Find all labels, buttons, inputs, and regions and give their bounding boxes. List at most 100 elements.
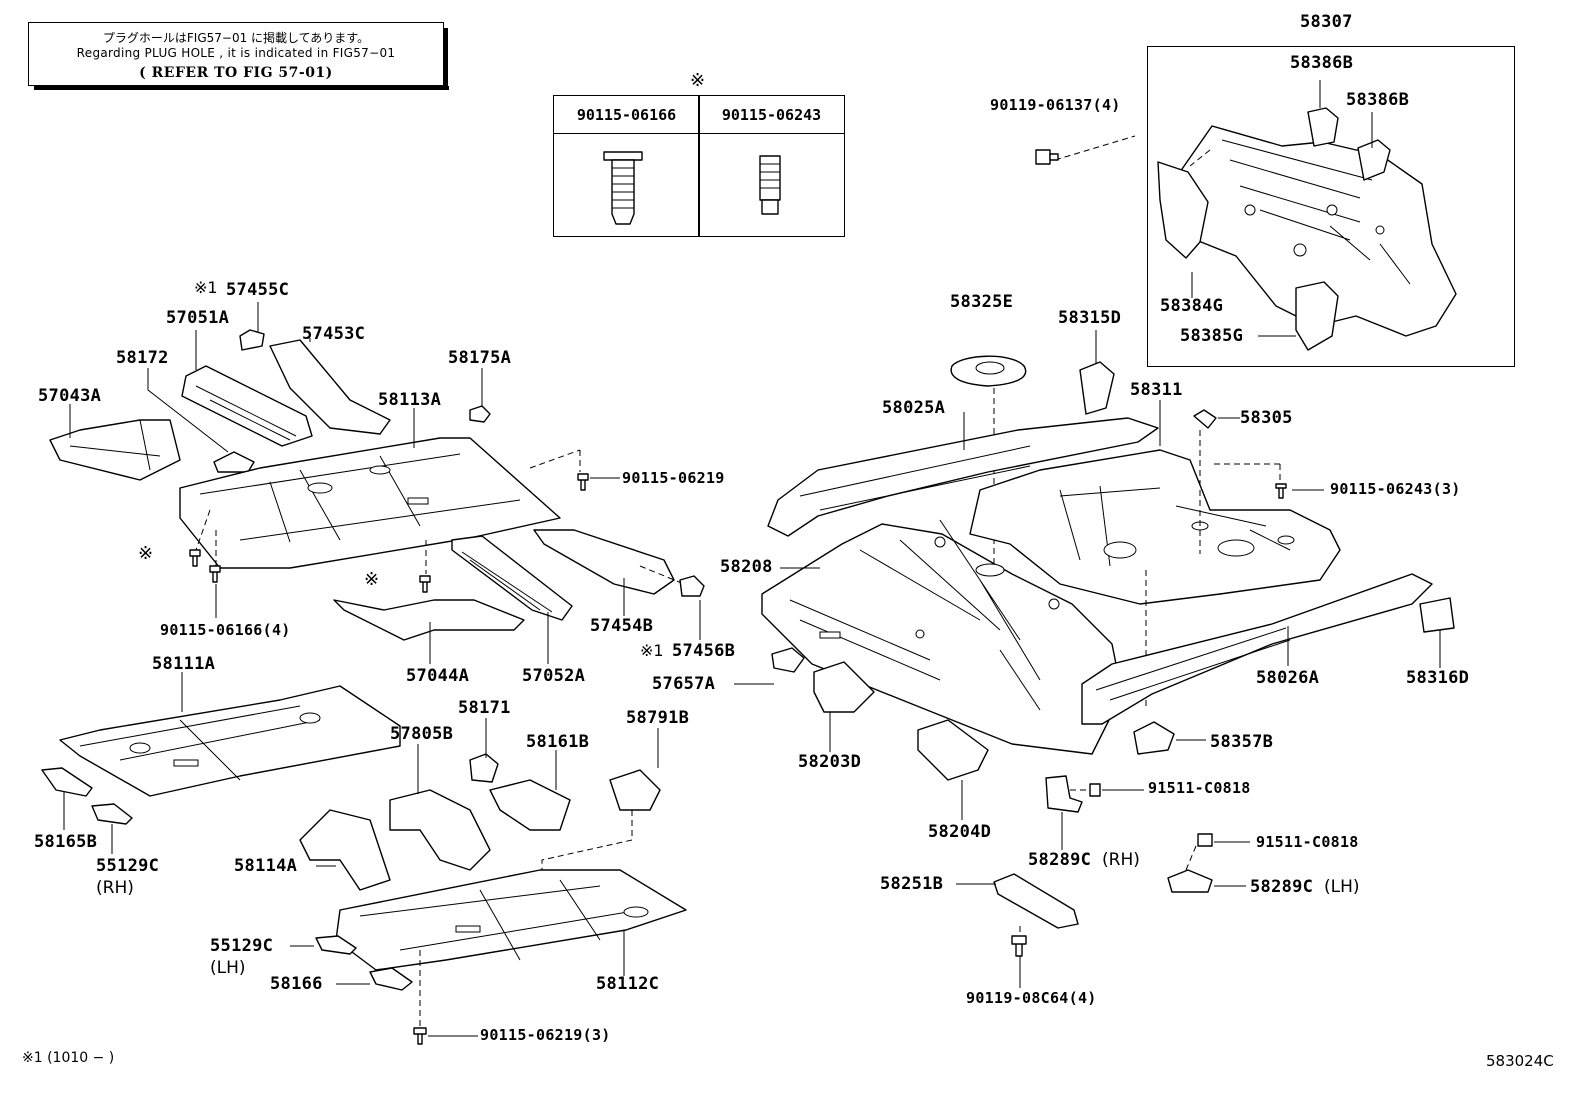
bolt-90115-06166 — [209, 565, 221, 583]
label-58113A[interactable]: 58113A — [378, 390, 442, 410]
bolt-91511-C0818-2 — [1197, 833, 1213, 847]
label-58384G[interactable]: 58384G — [1160, 296, 1224, 316]
table-header-col1: 90115-06166 — [554, 96, 699, 134]
part-58311-rear-floor — [969, 449, 1341, 605]
bolt-90119-06137 — [1035, 149, 1059, 165]
label-57805B[interactable]: 57805B — [390, 724, 454, 744]
part-57044A — [333, 599, 525, 641]
label-58386B-1[interactable]: 58386B — [1290, 53, 1354, 73]
label-57657A[interactable]: 57657A — [652, 674, 716, 694]
part-57043A — [49, 419, 181, 481]
label-55129C-lh-side: (LH) — [210, 958, 246, 978]
part-57657A — [771, 647, 805, 673]
label-57052A[interactable]: 57052A — [522, 666, 586, 686]
label-91511-C0818-2[interactable]: 91511-C0818 — [1256, 833, 1359, 851]
bolt-90115-06219 — [577, 473, 589, 491]
label-57044A[interactable]: 57044A — [406, 666, 470, 686]
part-57805B — [389, 789, 491, 871]
label-58114A[interactable]: 58114A — [234, 856, 298, 876]
part-58307-dash-panel — [1157, 107, 1457, 351]
label-58307[interactable]: 58307 — [1300, 12, 1353, 32]
part-57455C — [239, 329, 265, 351]
label-58026A[interactable]: 58026A — [1256, 668, 1320, 688]
label-58386B-2[interactable]: 58386B — [1346, 90, 1410, 110]
label-90119-06137[interactable]: 90119-06137(4) — [990, 96, 1121, 114]
part-58161B — [489, 779, 571, 831]
label-58357B[interactable]: 58357B — [1210, 732, 1274, 752]
label-58161B[interactable]: 58161B — [526, 732, 590, 752]
label-58305[interactable]: 58305 — [1240, 408, 1293, 428]
label-58172[interactable]: 58172 — [116, 348, 169, 368]
footer-code: 583024C — [1486, 1052, 1554, 1070]
part-57454B — [533, 529, 675, 595]
bolt-90115-06219-bottom — [413, 1027, 427, 1045]
label-58204D[interactable]: 58204D — [928, 822, 992, 842]
part-58357B — [1133, 721, 1175, 755]
label-55129C-lh[interactable]: 55129C — [210, 936, 274, 956]
label-55129C-rh[interactable]: 55129C — [96, 856, 160, 876]
label-57455C[interactable]: 57455C — [226, 280, 290, 300]
label-58203D[interactable]: 58203D — [798, 752, 862, 772]
label-57043A[interactable]: 57043A — [38, 386, 102, 406]
label-58289C-lh-side: (LH) — [1324, 877, 1360, 897]
part-58289C-lh — [1167, 869, 1213, 893]
label-58165B[interactable]: 58165B — [34, 832, 98, 852]
label-58251B[interactable]: 58251B — [880, 874, 944, 894]
label-58385G[interactable]: 58385G — [1180, 326, 1244, 346]
label-58166[interactable]: 58166 — [270, 974, 323, 994]
part-58289C-rh — [1045, 775, 1083, 813]
part-58305 — [1193, 409, 1217, 429]
bolt-90115-06243 — [1275, 483, 1287, 499]
part-58025A-side-member — [767, 417, 1159, 537]
label-90115-06166-4[interactable]: 90115-06166(4) — [160, 621, 291, 639]
part-57453C — [269, 339, 391, 435]
label-58791B[interactable]: 58791B — [626, 708, 690, 728]
label-58208[interactable]: 58208 — [720, 557, 773, 577]
label-58289C-rh[interactable]: 58289C — [1028, 850, 1092, 870]
table-header-col2: 90115-06243 — [699, 96, 844, 134]
part-58171 — [469, 753, 499, 783]
label-57454B[interactable]: 57454B — [590, 616, 654, 636]
part-57456B — [679, 575, 705, 597]
label-58175A[interactable]: 58175A — [448, 348, 512, 368]
part-58316D — [1419, 597, 1455, 633]
part-58172 — [213, 451, 255, 473]
part-58175A — [469, 405, 491, 423]
label-58289C-lh[interactable]: 58289C — [1250, 877, 1314, 897]
label-57051A[interactable]: 57051A — [166, 308, 230, 328]
label-mark-mid: ※ — [364, 569, 380, 590]
label-58325E[interactable]: 58325E — [950, 292, 1014, 312]
notice-line-refer: ( REFER TO FIG 57-01) — [139, 65, 333, 81]
label-58025A[interactable]: 58025A — [882, 398, 946, 418]
part-58325E — [950, 355, 1027, 387]
label-90115-06219-3[interactable]: 90115-06219(3) — [480, 1026, 611, 1044]
label-90119-08C64[interactable]: 90119-08C64(4) — [966, 989, 1097, 1007]
part-58113A-front-floor — [179, 437, 561, 569]
label-90115-06243-3[interactable]: 90115-06243(3) — [1330, 480, 1461, 498]
plug-hole-notice: プラグホールはFIG57−01 に掲載してあります。 Regarding PLU… — [28, 22, 449, 90]
label-57453C[interactable]: 57453C — [302, 324, 366, 344]
label-57456B[interactable]: 57456B — [672, 641, 736, 661]
bolt-left-mark — [189, 549, 201, 567]
fastener-90115-06166-illustration — [603, 151, 643, 225]
part-58204D — [917, 719, 989, 781]
label-55129C-rh-side: (RH) — [96, 878, 134, 898]
bolt-mid-mark — [419, 575, 431, 593]
label-57455C-mark: ※1 — [194, 278, 218, 297]
part-58251B — [993, 873, 1079, 929]
part-58791B — [609, 769, 661, 811]
part-58315D — [1079, 361, 1115, 415]
label-91511-C0818-1[interactable]: 91511-C0818 — [1148, 779, 1251, 797]
label-58171[interactable]: 58171 — [458, 698, 511, 718]
label-58112C[interactable]: 58112C — [596, 974, 660, 994]
label-58316D[interactable]: 58316D — [1406, 668, 1470, 688]
frame-58307 — [1147, 46, 1515, 367]
label-58311[interactable]: 58311 — [1130, 380, 1183, 400]
label-58111A[interactable]: 58111A — [152, 654, 216, 674]
part-58203D — [813, 661, 875, 713]
label-58315D[interactable]: 58315D — [1058, 308, 1122, 328]
label-90115-06219[interactable]: 90115-06219 — [622, 469, 725, 487]
table-mark: ※ — [690, 70, 706, 91]
